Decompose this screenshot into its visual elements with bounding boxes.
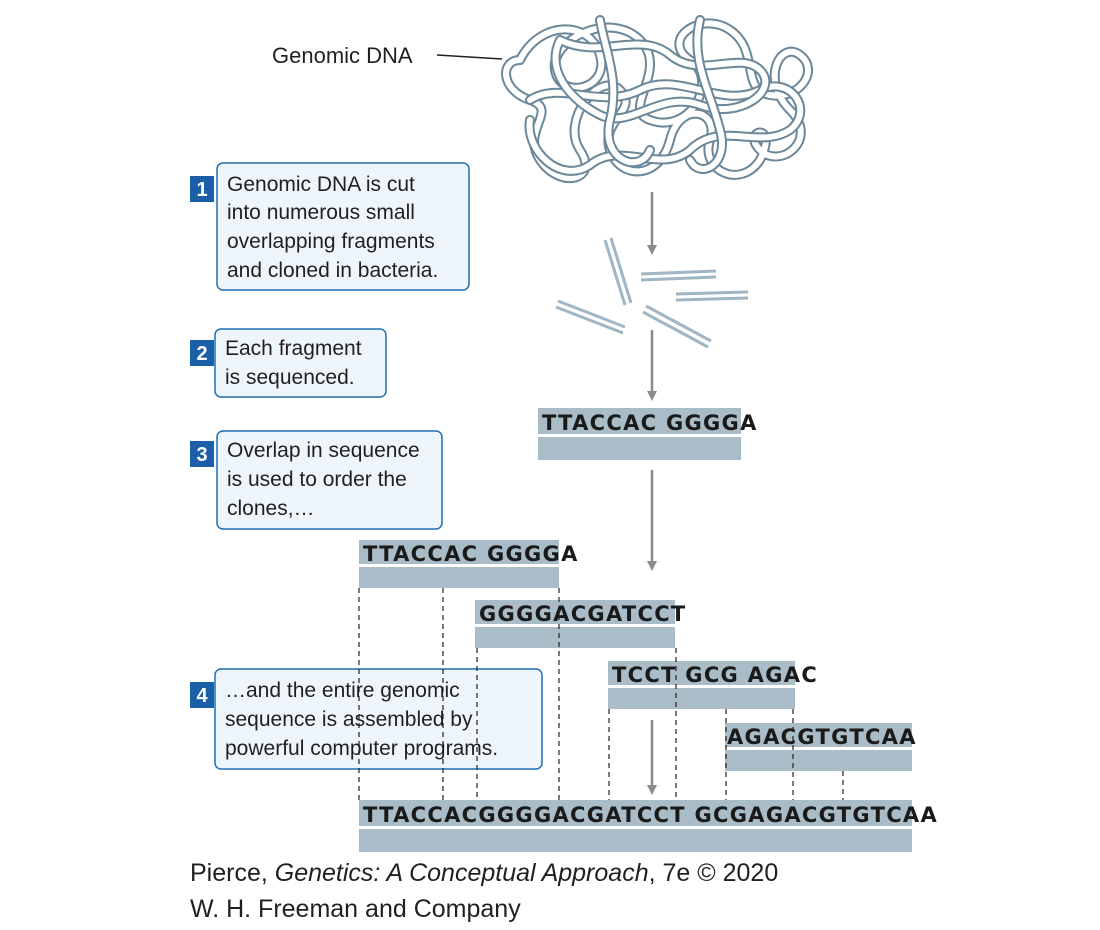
- credit-edition: , 7e © 2020: [648, 859, 779, 887]
- clone-2-text: GGGGACGATCCT: [479, 602, 687, 626]
- step-2-number: 2: [196, 343, 207, 365]
- clone-3: TCCT GCG AGAC: [608, 661, 818, 709]
- genomic-dna-tangle: [501, 15, 813, 183]
- step-1: 1 Genomic DNA is cut into numerous small…: [190, 162, 470, 291]
- assembled-sequence-text: TTACCACGGGGACGATCCT GCGAGACGTGTCAA: [363, 803, 938, 827]
- sequenced-fragment-text: TTACCAC GGGGA: [542, 411, 758, 435]
- step-1-line-3: overlapping fragments: [227, 230, 435, 253]
- step-1-box: [216, 162, 470, 291]
- step-1-number: 1: [196, 179, 207, 201]
- credit-author: Pierce,: [190, 859, 275, 887]
- credit-book-title: Genetics: A Conceptual Approach: [274, 859, 649, 887]
- step-2-line-2: is sequenced.: [225, 366, 355, 389]
- clone-1-text: TTACCAC GGGGA: [363, 542, 579, 566]
- step-1-line-1: Genomic DNA is cut: [227, 173, 415, 196]
- assembled-sequence: TTACCACGGGGACGATCCT GCGAGACGTGTCAA: [359, 800, 938, 852]
- step-4-line-3: powerful computer programs.: [225, 737, 498, 760]
- step-4-line-1: …and the entire genomic: [225, 679, 460, 702]
- clone-4: AGACGTGTCAA: [725, 723, 917, 771]
- step-1-line-4: and cloned in bacteria.: [227, 259, 438, 282]
- sequenced-fragment: TTACCAC GGGGA: [538, 408, 758, 460]
- step-2-number-badge: [190, 340, 214, 366]
- step-3: 3 Overlap in sequence is used to order t…: [190, 430, 443, 530]
- clone-1: TTACCAC GGGGA: [359, 540, 579, 588]
- step-3-line-1: Overlap in sequence: [227, 439, 420, 462]
- step-3-line-2: is used to order the: [227, 468, 407, 491]
- alignment-guides: [358, 588, 844, 800]
- clone-3-text: TCCT GCG AGAC: [612, 663, 818, 687]
- step-2-line-1: Each fragment: [225, 337, 362, 360]
- step-4-number-badge: [190, 682, 214, 708]
- step-3-box: [216, 430, 443, 530]
- step-4-box: [214, 668, 543, 770]
- step-4-line-2: sequence is assembled by: [225, 708, 473, 731]
- figure-credit-line-2: W. H. Freeman and Company: [190, 895, 521, 923]
- step-4-number: 4: [196, 685, 208, 707]
- step-3-number: 3: [196, 444, 207, 466]
- step-2: 2 Each fragment is sequenced.: [190, 328, 387, 398]
- step-1-number-badge: [190, 176, 214, 202]
- step-4: 4 …and the entire genomic sequence is as…: [190, 668, 543, 770]
- figure-credit-line-1: Pierce, Genetics: A Conceptual Approach,…: [190, 858, 778, 888]
- step-3-number-badge: [190, 441, 214, 467]
- clone-2: GGGGACGATCCT: [475, 600, 687, 648]
- clone-4-text: AGACGTGTCAA: [727, 725, 917, 749]
- dna-fragments: [555, 237, 749, 349]
- step-3-line-3: clones,…: [227, 497, 315, 520]
- genomic-dna-leader-line: [436, 54, 503, 60]
- step-2-box: [214, 328, 387, 398]
- genomic-dna-label: Genomic DNA: [272, 43, 413, 68]
- step-1-line-2: into numerous small: [227, 201, 415, 224]
